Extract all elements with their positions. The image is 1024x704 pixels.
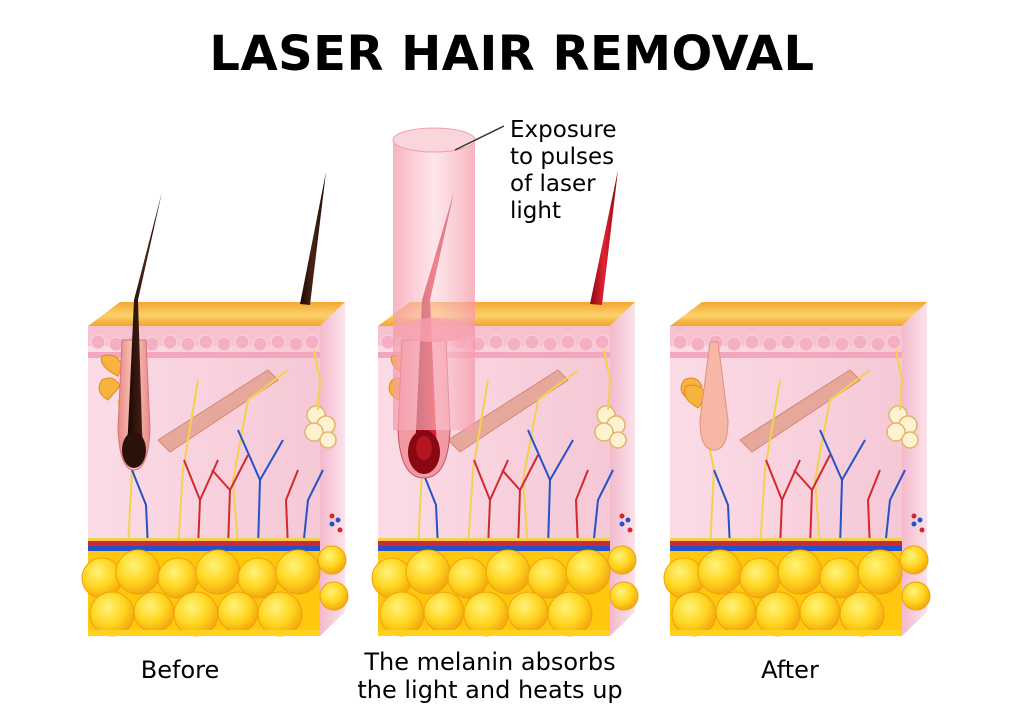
diagram-title: LASER HAIR REMOVAL xyxy=(209,26,815,82)
caption-before: Before xyxy=(140,656,220,684)
caption-during: The melanin absorbs the light and heats … xyxy=(340,648,640,704)
caption-during-line-2: the light and heats up xyxy=(357,676,623,704)
skin-block-before xyxy=(81,172,349,637)
caption-during-line-1: The melanin absorbs xyxy=(364,648,616,676)
hair-shaft xyxy=(127,192,162,460)
hair-bulb xyxy=(122,432,146,468)
laser-beam xyxy=(392,127,476,430)
hair-emerging xyxy=(300,172,326,305)
callout-line-1: Exposure xyxy=(510,117,617,143)
callout-leader xyxy=(454,125,505,151)
shrunken-follicle xyxy=(699,341,729,451)
laser-callout: Exposure to pulses of laser light xyxy=(510,117,616,225)
skin-block-after xyxy=(663,301,931,637)
callout-line-4: light xyxy=(510,198,561,224)
heated-hair-emerging xyxy=(590,170,618,305)
callout-line-3: of laser xyxy=(510,171,596,197)
callout-line-2: to pulses xyxy=(510,144,615,170)
caption-after: After xyxy=(761,656,819,684)
